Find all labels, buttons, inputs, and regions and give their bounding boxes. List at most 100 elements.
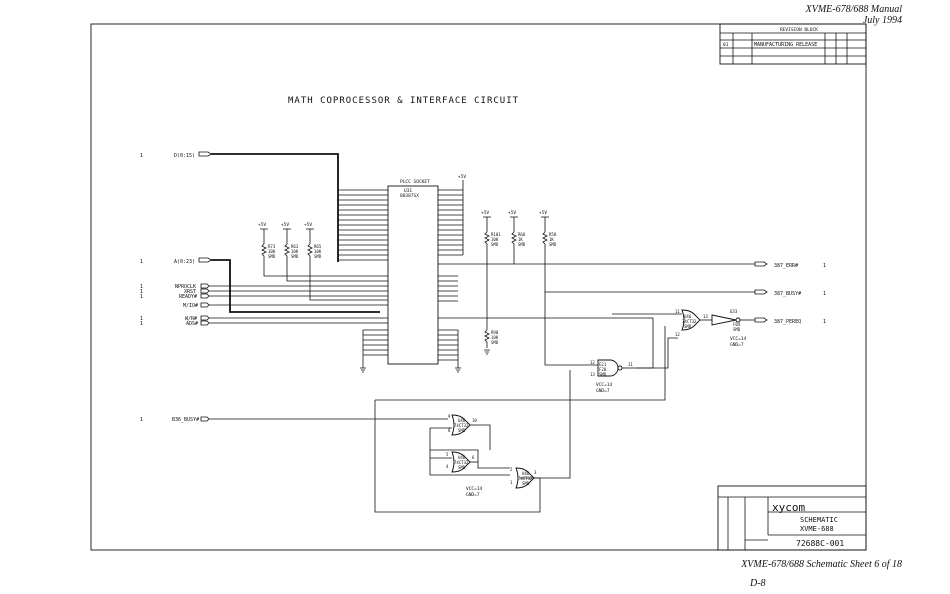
gate-u46-d-part: 74CT32 [518,476,533,481]
power-note-2-gnd: GND=7 [596,388,610,394]
title-block: xycom SCHEMATIC XVME-688 72688C-001 [717,485,867,551]
gate-u46-b-pin-in2: 8 [448,428,451,433]
gate-u46-d-pin-out: 3 [534,470,537,475]
vcc-label-r63: +5V [281,222,289,228]
resistor-r90-ref: R90 [491,330,499,335]
left-signal-xrst: XRST [184,289,196,295]
vcc-label-r101: +5V [481,210,489,216]
gate-u33-part: F04 [733,322,741,327]
revision-block: REVISION BLOCK 01 MANUFACTURING RELEASE [719,23,867,65]
gate-u46-a-pin-in2: 12 [675,332,680,337]
gate-u46-a-pin-out: 13 [703,314,708,319]
control-wires [209,262,388,324]
right-sheet-ref-387-pereq: 1 [823,319,826,325]
power-note-2-vcc: VCC=14 [596,382,613,388]
gate-u46-b: U46 74CT32 SMD 9 8 10 [448,414,477,436]
gate-u46-d: U46 74CT32 SMD 2 1 3 [510,467,540,489]
resistor-r101-pkg: SMD [491,242,499,247]
figure-caption: XVME-678/688 Schematic Sheet 6 of 18 [741,559,902,570]
gate-u46-a: U46 74CT32 SMD 11 12 13 [675,309,708,337]
left-sheet-ref-xrst: 1 [140,289,143,295]
left-sheet-ref-a: 1 [140,259,143,265]
ic-part: 80387SX [400,193,419,199]
gate-u46-b-part: 74CT32 [454,423,469,428]
left-signal-d-bus: D(0:15) [174,153,195,159]
revision-number: 01 [723,42,729,48]
resistor-r68-ref: R68 [518,232,526,237]
left-sheet-ref-ready: 1 [140,294,143,300]
power-note-1-vcc: VCC=14 [730,336,747,342]
gate-u46-c-part: 74CT32 [454,460,469,465]
resistors: R73 10K SMD R63 10K SMD R65 10K SMD R101… [261,231,557,348]
gate-u46-c-pin-in1: 5 [446,452,449,457]
vcc-label-r73: +5V [258,222,266,228]
ic-title: PLCC SOCKET [400,179,430,185]
gate-u46-b-pin-out: 10 [472,418,477,423]
gate-u46-c-ref: U46 [458,455,466,460]
gate-u46-c-pkg: SMD [458,465,466,470]
resistor-r90-pkg: SMD [491,340,499,345]
right-signal-387-busy: 387_BUSY# [774,291,801,297]
vcc-label-r58: +5V [539,210,547,216]
manual-title: XVME-678/688 Manual [805,4,902,15]
resistor-r90-value: 10K [491,335,499,340]
gate-u46-d-pin-in2: 1 [510,480,513,485]
right-sheet-ref-387-busy: 1 [823,291,826,297]
resistor-r101-value: 10K [491,237,499,242]
revision-description: MANUFACTURING RELEASE [754,42,817,48]
resistor-r73-ref: R73 [268,244,276,249]
gate-u33-pkg: SMD [733,327,741,332]
resistor-r68-value: 1K [518,237,523,242]
left-signal-nproclk: NPROCLK [175,284,196,290]
ground-symbols [360,349,490,373]
gate-e21-part: F20 [599,367,607,372]
drawing-frame [90,23,867,551]
vcc-label-r68: +5V [508,210,516,216]
page-number: D-8 [750,578,766,589]
left-sheet-ref-wr: 1 [140,316,143,322]
left-sheet-ref-ads: 1 [140,321,143,327]
left-signal-ads: ADS# [186,321,198,327]
gate-e21-ref: E21 [599,362,607,367]
left-sheet-ref-d: 1 [140,153,143,159]
gate-e21: E21 F20 SMD 12 13 11 [590,359,636,377]
gate-u46-c: U46 74CT32 SMD 5 4 6 [446,451,478,473]
gate-u46-d-pkg: SMD [522,481,530,486]
gate-u46-d-pin-in1: 2 [510,467,513,472]
left-connectors [198,151,212,422]
ic-ref: U31 [404,188,412,194]
resistor-r63-pkg: SMD [291,254,299,259]
gate-u46-a-part: 74CT32 [682,319,697,324]
right-signal-387-err: 387_ERR# [774,263,798,269]
ic-u31: PLCC SOCKET U31 80387SX [362,179,464,368]
vcc-label-ic: +5V [458,174,466,180]
resistor-r68-pkg: SMD [518,242,526,247]
resistor-r65-ref: R65 [314,244,322,249]
resistor-r58-pkg: SMD [549,242,557,247]
drawing-number: 72688C-001 [796,539,844,548]
resistor-r73-pkg: SMD [268,254,276,259]
left-signal-labels: 1 D(0:15) 1 A(0:23) 1 NPROCLK 1 XRST 1 R… [140,153,199,423]
gate-u46-b-pkg: SMD [458,428,466,433]
right-signal-387-pereq: 387_PEREQ [774,319,801,325]
left-sheet-ref-nproclk: 1 [140,284,143,290]
gate-u46-c-pin-in2: 4 [446,464,449,469]
sheet-title: MATH COPROCESSOR & INTERFACE CIRCUIT [288,96,519,106]
gate-e21-pkg: SMD [599,372,607,377]
gate-u33-ref: U33 [730,309,738,314]
resistor-r65-value: 10K [314,249,322,254]
gate-e21-pin-out: 11 [628,362,633,367]
gate-u46-b-ref: U46 [458,418,466,423]
gate-u46-a-pkg: SMD [684,324,692,329]
gate-u46-b-pin-in1: 9 [448,414,451,419]
document-title-line1: SCHEMATIC [800,516,838,524]
left-signal-wr: W/R# [185,316,197,322]
left-sheet-ref-busy: 1 [140,417,143,423]
resistor-r63-value: 10K [291,249,299,254]
power-note-3-vcc: VCC=14 [466,486,483,492]
resistor-r58-ref: R58 [549,232,557,237]
vcc-label-r65: +5V [304,222,312,228]
manual-date: July 1994 [862,15,902,26]
left-signal-ready: READY# [179,294,197,300]
